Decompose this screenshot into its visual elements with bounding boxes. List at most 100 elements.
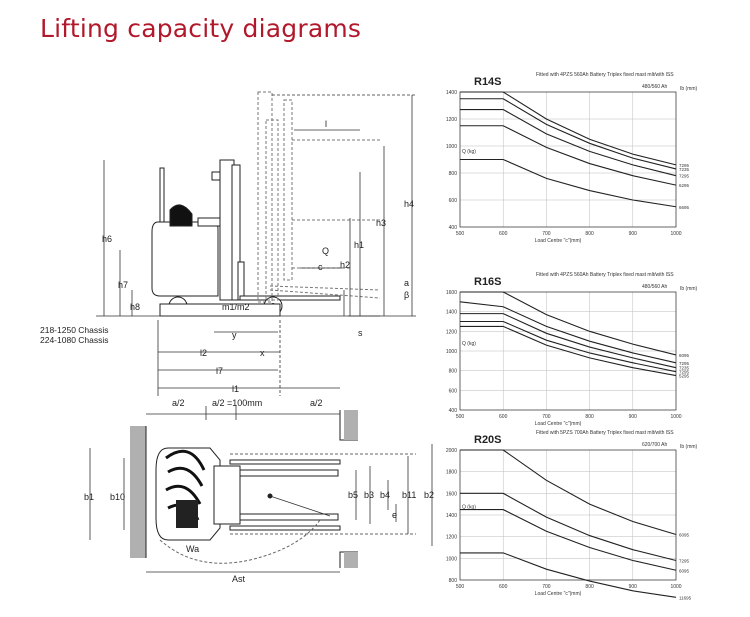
chart-capacity-note: 480/560 Ah — [642, 284, 668, 290]
series-line — [460, 158, 677, 208]
fork-upper — [239, 469, 339, 477]
series-line — [459, 301, 677, 364]
series-label: 7295 — [679, 370, 690, 375]
y-tick-label: 1600 — [446, 491, 457, 497]
label-Wa: Wa — [186, 544, 199, 554]
series-label: 5295 — [679, 374, 690, 379]
seat — [197, 217, 221, 227]
label-Q: Q — [322, 246, 329, 256]
y-axis-label: Q (kg) — [462, 149, 476, 155]
side-view-drawing — [96, 91, 416, 396]
chart-capacity-note: 620/700 Ah — [642, 442, 668, 448]
y-tick-label: 800 — [449, 578, 458, 584]
overhead-guard — [159, 167, 165, 223]
x-tick-label: 500 — [456, 584, 465, 590]
y-tick-label: 1600 — [446, 290, 457, 296]
series-line — [460, 325, 677, 377]
x-tick-label: 900 — [629, 414, 638, 420]
y-tick-label: 2000 — [446, 448, 457, 454]
label-a2-right: a/2 — [310, 398, 323, 408]
left-wall — [130, 426, 146, 558]
y-tick-label: 400 — [449, 408, 458, 414]
plot-frame — [459, 291, 677, 411]
x-axis-label: Load Centre "c"(mm) — [535, 591, 582, 597]
series-line — [460, 313, 677, 369]
x-tick-label: 600 — [499, 414, 508, 420]
base-leg-upper — [229, 459, 341, 465]
dimension-lines — [96, 94, 416, 396]
label-y: y — [232, 330, 237, 340]
chart-title: R14S — [474, 76, 502, 88]
label-l2: l2 — [200, 348, 207, 358]
series-line — [460, 91, 677, 166]
chassis-line-2: 224-1080 Chassis — [40, 335, 109, 345]
series-line — [460, 449, 677, 536]
chart-subtitle: Fitted with 4PZS 560Ah Battery Triplex f… — [536, 72, 674, 78]
series-line — [460, 552, 677, 598]
x-tick-label: 900 — [629, 231, 638, 237]
y-tick-label: 1000 — [446, 144, 457, 150]
y-tick-label: 1200 — [446, 329, 457, 335]
label-x: x — [260, 348, 265, 358]
base-leg — [159, 303, 281, 317]
series-label: 7295 — [679, 559, 690, 564]
series-label: 7295 — [679, 163, 690, 168]
chart-unit-label: Ib (mm) — [680, 286, 698, 292]
series-line — [460, 509, 677, 571]
x-tick-label: 700 — [542, 414, 551, 420]
top-dimension-lines — [89, 406, 433, 573]
y-tick-label: 1000 — [446, 349, 457, 355]
y-tick-label: 1200 — [446, 535, 457, 541]
chassis-body — [151, 221, 219, 297]
x-tick-label: 1000 — [670, 231, 681, 237]
label-b11: b11 — [402, 490, 416, 500]
x-tick-label: 500 — [456, 231, 465, 237]
series-label: 6295 — [679, 183, 690, 188]
x-tick-label: 500 — [456, 414, 465, 420]
label-a2-left: a/2 — [172, 398, 185, 408]
x-tick-label: 900 — [629, 584, 638, 590]
chart-title: R20S — [474, 434, 502, 446]
page-title: Lifting capacity diagrams — [40, 14, 362, 43]
raised-mast — [257, 91, 381, 303]
label-h7: h7 — [118, 280, 128, 290]
label-s: s — [358, 328, 363, 338]
label-m1m2: m1/m2 — [222, 302, 250, 312]
label-h3: h3 — [376, 218, 386, 228]
chart-r14s: R14S Fitted with 4PZS 560Ah Battery Tripl… — [446, 72, 698, 244]
chassis-line-1: 218-1250 Chassis — [40, 325, 109, 335]
y-tick-label: 1400 — [446, 90, 457, 96]
seat-back — [169, 204, 193, 227]
series-label: 6695 — [679, 205, 690, 210]
label-h8: h8 — [130, 302, 140, 312]
series-line — [460, 125, 677, 186]
series-line — [460, 109, 677, 177]
y-tick-label: 1000 — [446, 556, 457, 562]
mast-outer — [231, 164, 241, 301]
label-b10: b10 — [110, 492, 125, 502]
x-tick-label: 700 — [542, 584, 551, 590]
y-tick-label: 1800 — [446, 470, 457, 476]
y-tick-label: 1400 — [446, 513, 457, 519]
turning-circle — [159, 519, 321, 564]
label-c: c — [318, 262, 323, 272]
series-line — [460, 320, 677, 373]
label-e: e — [392, 510, 397, 520]
x-tick-label: 800 — [585, 584, 594, 590]
x-axis-label: Load Centre "c"(mm) — [535, 238, 582, 244]
x-tick-label: 700 — [542, 231, 551, 237]
y-tick-label: 1400 — [446, 310, 457, 316]
y-tick-label: 800 — [449, 171, 458, 177]
series-line — [460, 291, 677, 356]
label-b4: b4 — [380, 490, 390, 500]
series-label: 7235 — [679, 366, 690, 371]
chart-capacity-note: 480/560 Ah — [642, 84, 668, 90]
label-a2-mid: a/2 =100mm — [212, 398, 262, 408]
label-b3: b3 — [364, 490, 374, 500]
label-beta: β — [404, 290, 409, 300]
label-Ast: Ast — [232, 574, 246, 584]
series-label: 6095 — [679, 353, 690, 358]
mast-top-view — [213, 465, 241, 525]
